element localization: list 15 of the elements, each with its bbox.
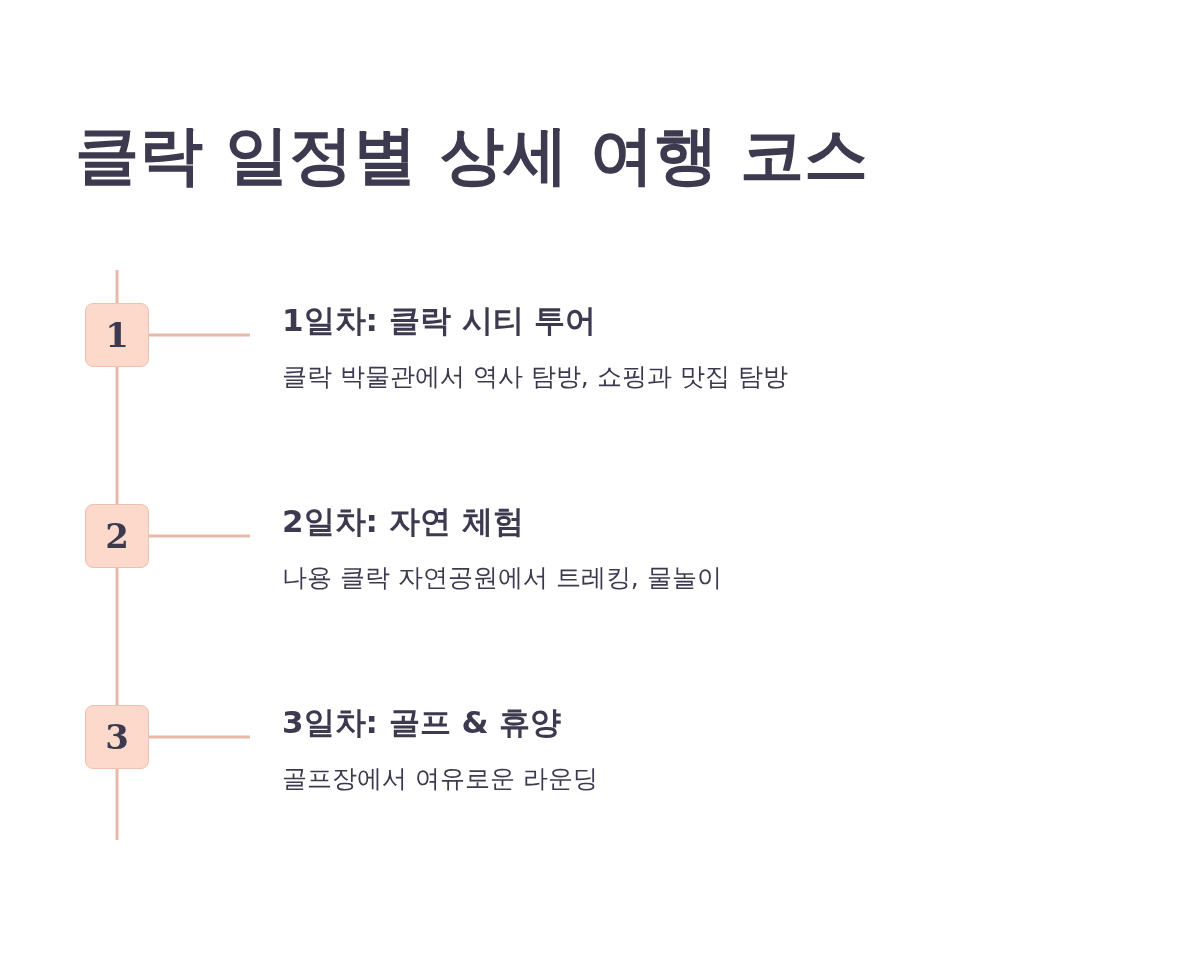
day-title: 2일차: 자연 체험	[282, 502, 524, 541]
timeline-line	[115, 367, 119, 504]
day-description: 클락 박물관에서 역사 탐방, 쇼핑과 맛집 탐방	[282, 361, 788, 393]
timeline-line	[115, 568, 119, 705]
step-badge: 1	[85, 303, 149, 367]
step-badge: 3	[85, 705, 149, 769]
connector-line	[149, 735, 250, 739]
day-title: 3일차: 골프 & 휴양	[282, 703, 562, 742]
connector-line	[149, 534, 250, 538]
connector-line	[149, 333, 250, 337]
day-description: 골프장에서 여유로운 라운딩	[282, 763, 598, 795]
step-badge: 2	[85, 504, 149, 568]
title: 클락 일정별 상세 여행 코스	[75, 117, 869, 194]
day-description: 나용 클락 자연공원에서 트레킹, 물놀이	[282, 562, 722, 594]
day-title: 1일차: 클락 시티 투어	[282, 301, 597, 340]
